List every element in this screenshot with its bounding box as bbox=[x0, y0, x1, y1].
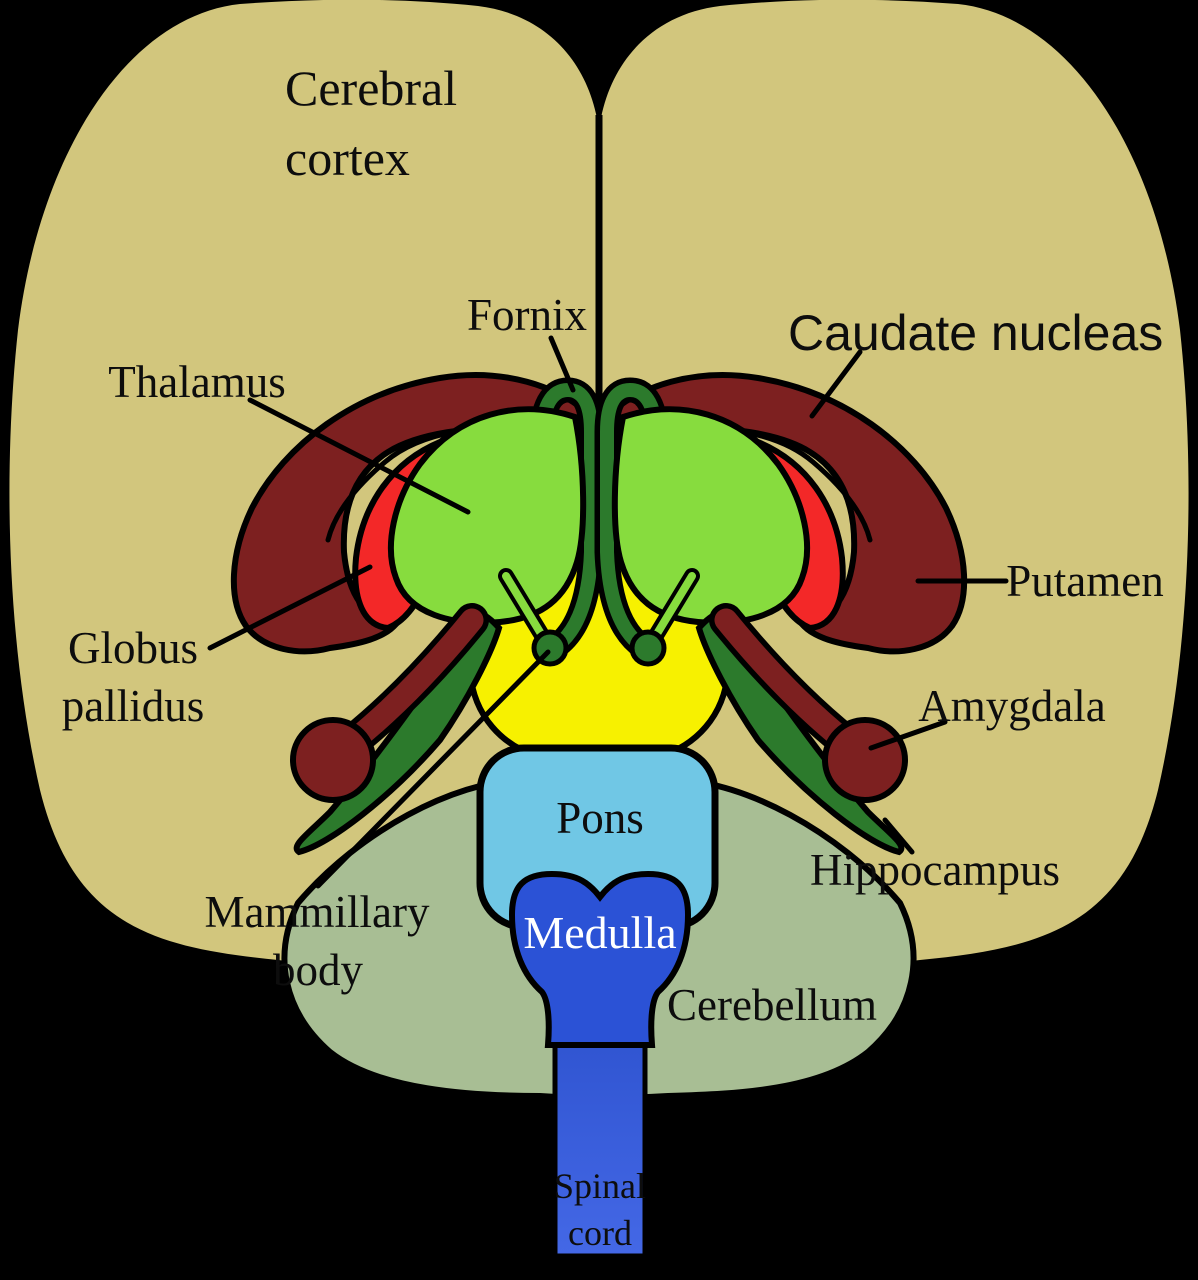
thalamus-right-shape bbox=[611, 406, 810, 626]
caudate-tail-right bbox=[709, 603, 863, 759]
hippocampus-leader-line bbox=[882, 817, 915, 855]
fornix-right-band bbox=[600, 383, 665, 656]
globus-pallidus-label-line2: pallidus bbox=[62, 681, 205, 731]
cerebral-cortex-label-line1: Cerebral bbox=[285, 60, 457, 116]
stalk-right-band bbox=[648, 572, 696, 646]
fornix-label: Fornix bbox=[467, 290, 587, 340]
fornix-left bbox=[527, 377, 604, 660]
spinal-cord-label-line1: Spinal bbox=[554, 1166, 646, 1206]
cerebral-cortex-label-line2: cortex bbox=[285, 130, 410, 186]
amygdala-right-shape bbox=[822, 717, 908, 803]
caudate-tail-left bbox=[335, 603, 489, 759]
thalamus-stalk-left bbox=[498, 568, 554, 650]
mammillary-leader-line bbox=[315, 649, 551, 889]
amygdala-leader-line bbox=[868, 719, 948, 751]
thalamus-left-shape bbox=[388, 406, 587, 626]
putamen-label: Putamen bbox=[1006, 556, 1163, 606]
thalamus-label: Thalamus bbox=[108, 357, 285, 407]
labels: Cerebral cortex Fornix Caudate nucleas T… bbox=[62, 60, 1164, 1253]
amygdala-label: Amygdala bbox=[918, 681, 1105, 731]
mammillary-body-label-line1: Mammillary bbox=[205, 887, 430, 937]
globus-pallidus-leader-line bbox=[207, 564, 373, 651]
pons-label: Pons bbox=[556, 793, 644, 843]
globus-pallidus-label-line1: Globus bbox=[68, 623, 198, 673]
cerebellum-label: Cerebellum bbox=[667, 980, 877, 1030]
mammillary-body-right-shape bbox=[629, 629, 667, 667]
amygdala-left-shape bbox=[290, 717, 376, 803]
stalk-left-band bbox=[502, 572, 550, 646]
spinal-cord-label-line2: cord bbox=[568, 1213, 632, 1253]
thalamus-leader-line bbox=[247, 397, 471, 515]
medulla-label: Medulla bbox=[523, 907, 676, 958]
caudate-nucleus-label: Caudate nucleas bbox=[788, 305, 1163, 361]
caudate-tail-right-band bbox=[714, 608, 858, 754]
caudate-tail-left-band bbox=[340, 608, 484, 754]
mammillary-body-label-line2: body bbox=[273, 945, 364, 995]
caudate-leader-line bbox=[809, 349, 863, 419]
hippocampus-label: Hippocampus bbox=[810, 845, 1060, 895]
medulla-shape bbox=[508, 870, 692, 1048]
leader-lines bbox=[207, 335, 1009, 889]
thalamus-stalk-right bbox=[644, 568, 700, 650]
fornix-right bbox=[594, 377, 671, 660]
fornix-left-band bbox=[533, 383, 598, 656]
fornix-leader-line bbox=[548, 335, 576, 393]
